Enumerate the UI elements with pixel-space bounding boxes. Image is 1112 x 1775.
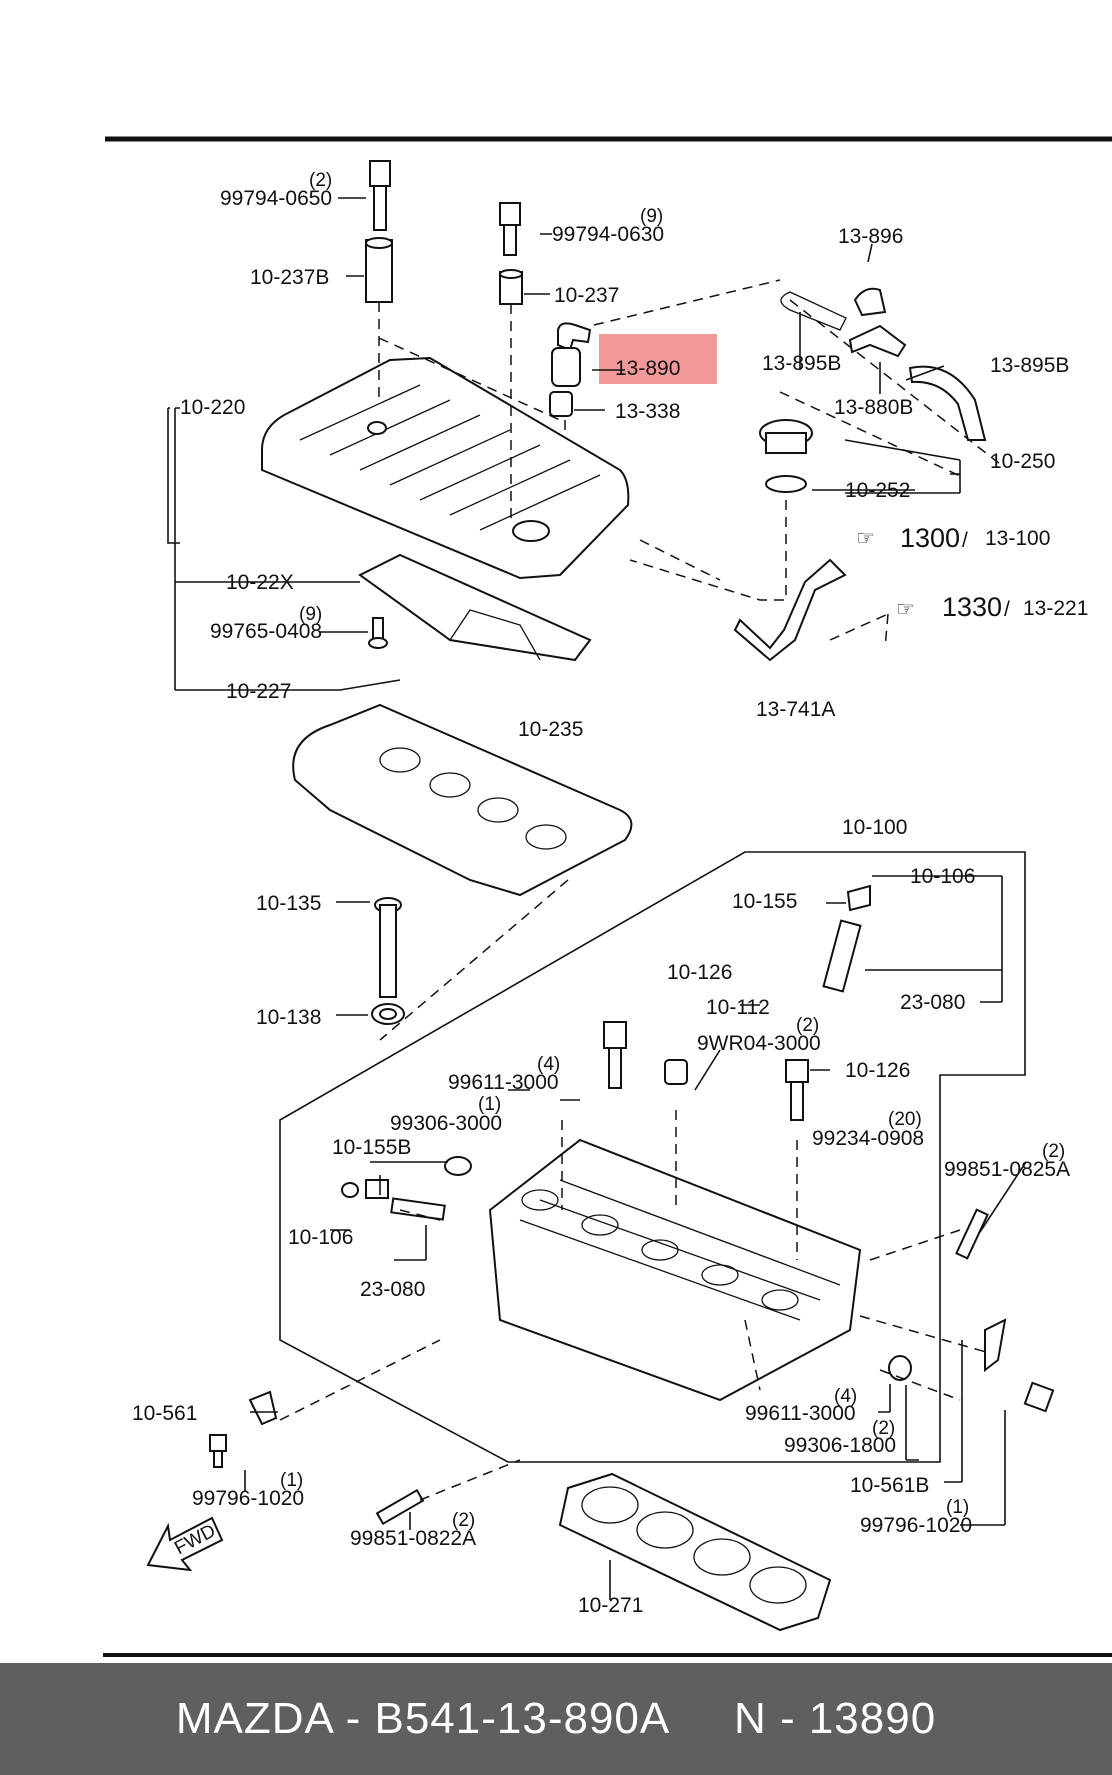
baffle-plate <box>358 553 592 662</box>
qty-99794-0630: (9) <box>640 206 663 227</box>
label-10-561: 10-561 <box>132 1402 197 1425</box>
bolt-10-126-a <box>603 1021 627 1089</box>
highlight-box <box>599 334 717 384</box>
gasket-10-235 <box>292 703 633 897</box>
label-10-252: 10-252 <box>845 479 910 502</box>
label-99765-0408: 99765-0408 <box>210 620 322 643</box>
label-13-880B: 13-880B <box>834 396 913 419</box>
label-13-221: 13-221 <box>1023 597 1088 620</box>
label-99796-1020-b: 99796-1020 <box>860 1514 972 1537</box>
label-99796-1020-a: 99796-1020 <box>192 1487 304 1510</box>
slash-1300: / <box>962 529 968 552</box>
plug-99306-3000 <box>444 1156 472 1176</box>
qty-99851-0822A: (2) <box>452 1510 475 1531</box>
stud-99851-0822A <box>375 1488 425 1526</box>
label-10-237: 10-237 <box>554 284 619 307</box>
assembly-lines <box>279 279 1001 1501</box>
label-99234-0908: 99234-0908 <box>812 1127 924 1150</box>
valve-guide-10-155B <box>341 1179 446 1221</box>
label-13-895B-b: 13-895B <box>990 354 1069 377</box>
label-99611-3000-a: 99611-3000 <box>448 1071 559 1094</box>
label-10-22X: 10-22X <box>226 571 294 594</box>
label-10-126-a: 10-126 <box>667 961 732 984</box>
seal-10-112 <box>664 1059 688 1085</box>
part-number-text: MAZDA - B541-13-890A N - 13890 <box>175 1694 937 1743</box>
qty-99306-3000: (1) <box>478 1094 501 1115</box>
hose-13-895B <box>908 365 987 441</box>
label-23-080-b: 23-080 <box>360 1278 425 1301</box>
label-99611-3000-b: 99611-3000 <box>745 1402 856 1425</box>
label-1330: 1330 <box>942 592 1002 622</box>
label-10-155B: 10-155B <box>332 1136 411 1159</box>
label-1300: 1300 <box>900 523 960 553</box>
breather-hose-13-741A <box>733 558 847 662</box>
head-outline-box <box>279 851 1026 1463</box>
gasket-rings <box>379 747 567 850</box>
label-99794-0650: 99794-0650 <box>220 187 332 210</box>
stud-99851-0825A <box>955 1208 989 1260</box>
label-10-106-b: 10-106 <box>288 1226 353 1249</box>
hand-icon-1330: ☞ <box>896 598 915 621</box>
label-13-895B-a: 13-895B <box>762 352 841 375</box>
qty-99794-0650: (2) <box>309 170 332 191</box>
label-99794-0630: 99794-0630 <box>552 223 664 246</box>
label-13-338: 13-338 <box>615 400 680 423</box>
label-10-250: 10-250 <box>990 450 1055 473</box>
valve-cover-10-220 <box>261 356 630 580</box>
head-gasket-10-271 <box>558 1472 832 1632</box>
leader-lines <box>167 197 1027 1600</box>
label-99851-0822A: 99851-0822A <box>350 1527 476 1550</box>
slash-1330: / <box>1004 598 1010 621</box>
label-99306-3000: 99306-3000 <box>390 1112 502 1135</box>
bolt-10-126-b <box>785 1059 809 1121</box>
qty-99611-3000-b: (4) <box>834 1386 857 1407</box>
label-13-890: 13-890 <box>615 357 680 380</box>
qty-99851-0825A: (2) <box>1042 1141 1065 1162</box>
pcv-valve-13-890 <box>549 322 592 417</box>
valve-guide-10-155 <box>822 884 871 993</box>
label-10-126-b: 10-126 <box>845 1059 910 1082</box>
hose-13-896 <box>780 287 907 358</box>
label-10-100: 10-100 <box>842 816 907 839</box>
qty-99306-1800: (2) <box>872 1418 895 1439</box>
bolt-10-135 <box>371 897 405 1025</box>
label-13-741A: 13-741A <box>756 698 835 721</box>
label-99851-0825A: 99851-0825A <box>944 1158 1070 1181</box>
qty-99796-1020-a: (1) <box>280 1470 303 1491</box>
qty-99765-0408: (9) <box>299 604 322 625</box>
label-10-237B: 10-237B <box>250 266 329 289</box>
qty-99611-3000-a: (4) <box>537 1054 560 1075</box>
hand-icon-1300: ☞ <box>856 527 875 550</box>
label-99306-1800: 99306-1800 <box>784 1434 896 1457</box>
label-10-235: 10-235 <box>518 718 583 741</box>
label-9WR04-3000: 9WR04-3000 <box>697 1032 821 1055</box>
label-10-135: 10-135 <box>256 892 321 915</box>
bolt-99794-0650 <box>365 160 393 303</box>
label-10-271: 10-271 <box>578 1594 643 1617</box>
fwd-arrow-icon <box>146 1516 224 1572</box>
bolt-99794-0630 <box>499 202 523 305</box>
label-10-227: 10-227 <box>226 680 291 703</box>
label-10-106-a: 10-106 <box>910 865 975 888</box>
cylinder-head <box>488 1138 862 1402</box>
qty-99234-0908: (20) <box>888 1109 922 1130</box>
label-10-561B: 10-561B <box>850 1474 929 1497</box>
screw-99765-0408 <box>368 617 388 649</box>
label-10-220: 10-220 <box>180 396 245 419</box>
label-13-100: 13-100 <box>985 527 1050 550</box>
label-10-138: 10-138 <box>256 1006 321 1029</box>
parts-diagram: 99794-0650 (2) 99794-0630 (9) 10-237B 10… <box>103 136 1112 1657</box>
label-23-080-a: 23-080 <box>900 991 965 1014</box>
qty-99796-1020-b: (1) <box>946 1497 969 1518</box>
qty-9WR04-3000: (2) <box>796 1015 819 1036</box>
hook-10-561 <box>209 1390 278 1468</box>
oil-cap-10-250 <box>759 419 813 493</box>
label-10-112: 10-112 <box>706 996 770 1019</box>
plug-99306-1800 <box>888 1355 912 1381</box>
hook-10-561B <box>984 1318 1055 1413</box>
label-13-896: 13-896 <box>838 225 903 248</box>
part-number-banner: MAZDA - B541-13-890A N - 13890 <box>0 1663 1112 1775</box>
label-10-155: 10-155 <box>732 890 797 913</box>
